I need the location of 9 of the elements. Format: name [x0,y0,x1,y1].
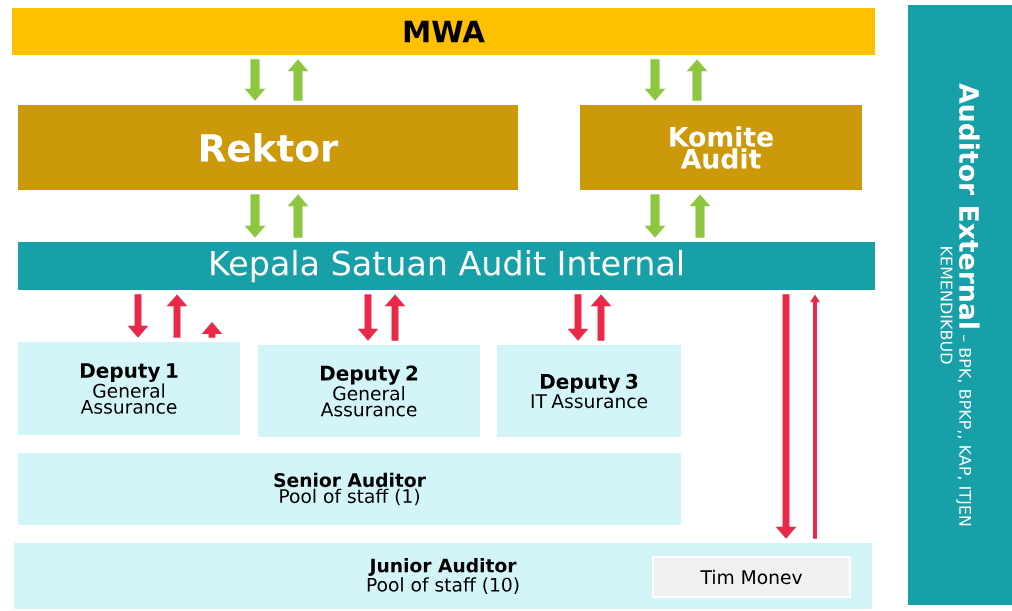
role-box: Komite Audit [580,105,862,190]
unit-bar: Kepala Satuan Audit Internal [18,242,875,290]
team-box: Deputy 3 IT Assurance [497,345,681,437]
role-box: Rektor [18,105,518,190]
team-box: Deputy 2 General Assurance [258,345,480,437]
team-box: Senior Auditor Pool of staff (1) [18,453,681,525]
team-box: Deputy 1 General Assurance [18,342,240,435]
header-bar: MWA [12,8,875,55]
team-tag: Tim Monev [652,556,851,598]
